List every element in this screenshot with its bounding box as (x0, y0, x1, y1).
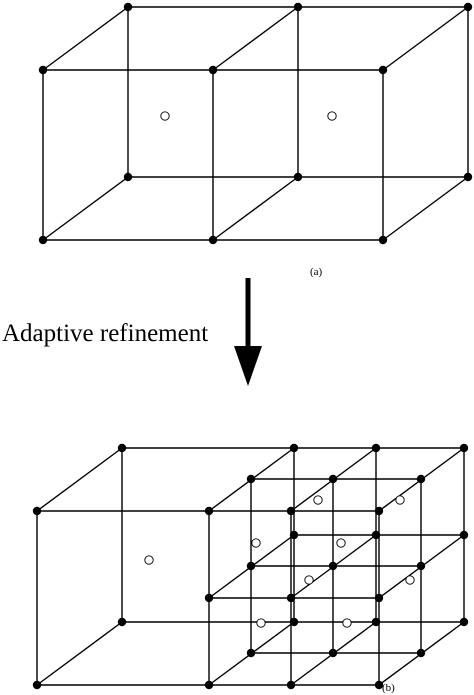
mesh-node (416, 648, 426, 658)
mesh-node (117, 617, 127, 627)
mesh-node (293, 172, 303, 182)
mesh-node (463, 2, 473, 12)
mesh-edge (42, 176, 129, 241)
mesh-node (378, 235, 388, 245)
cell-center-marker (160, 111, 170, 121)
mesh-edge (36, 447, 123, 512)
mesh-edge (212, 176, 299, 241)
mesh-edge (382, 176, 469, 241)
mesh-node (123, 172, 133, 182)
mesh-edge (212, 6, 299, 71)
mesh-node (293, 2, 303, 12)
mesh-node (246, 474, 256, 484)
mesh-node (204, 593, 214, 603)
mesh-node (371, 530, 381, 540)
cell-center-marker (256, 618, 266, 628)
mesh-node (286, 506, 296, 516)
mesh-node (374, 506, 384, 516)
mesh-node (204, 680, 214, 690)
mesh-node (463, 172, 473, 182)
mesh-node (208, 235, 218, 245)
mesh-node (371, 443, 381, 453)
mesh-node (117, 443, 127, 453)
adaptive-refinement-caption: Adaptive refinement (2, 320, 208, 347)
cell-center-marker (405, 575, 415, 585)
cell-center-marker (304, 575, 314, 585)
mesh-node (459, 530, 469, 540)
mesh-node (328, 561, 338, 571)
mesh-node (246, 561, 256, 571)
coarse-mesh-panel (38, 2, 473, 245)
mesh-node (459, 443, 469, 453)
mesh-node (32, 506, 42, 516)
refined-mesh-panel (32, 443, 469, 690)
cell-center-marker (251, 538, 261, 548)
mesh-edge (382, 6, 469, 71)
mesh-node (328, 648, 338, 658)
mesh-node (289, 530, 299, 540)
mesh-node (32, 680, 42, 690)
mesh-node (416, 561, 426, 571)
mesh-node (286, 680, 296, 690)
mesh-node (246, 648, 256, 658)
mesh-node (374, 680, 384, 690)
cell-center-marker (327, 111, 337, 121)
mesh-edge (36, 621, 123, 686)
cell-center-marker (313, 495, 323, 505)
mesh-node (38, 235, 48, 245)
cell-center-marker (342, 618, 352, 628)
mesh-edge (42, 6, 129, 71)
down-arrow-icon (234, 278, 262, 386)
panel-b-label: (b) (382, 682, 395, 694)
mesh-node (38, 65, 48, 75)
mesh-node (289, 617, 299, 627)
mesh-node (286, 593, 296, 603)
mesh-node (378, 65, 388, 75)
mesh-node (459, 617, 469, 627)
cell-center-marker (336, 538, 346, 548)
mesh-node (123, 2, 133, 12)
mesh-node (416, 474, 426, 484)
mesh-node (204, 506, 214, 516)
mesh-node (328, 474, 338, 484)
cell-center-marker (144, 555, 154, 565)
mesh-node (208, 65, 218, 75)
mesh-node (374, 593, 384, 603)
mesh-node (371, 617, 381, 627)
panel-a-label: (a) (310, 266, 323, 278)
mesh-node (289, 443, 299, 453)
cell-center-marker (395, 495, 405, 505)
